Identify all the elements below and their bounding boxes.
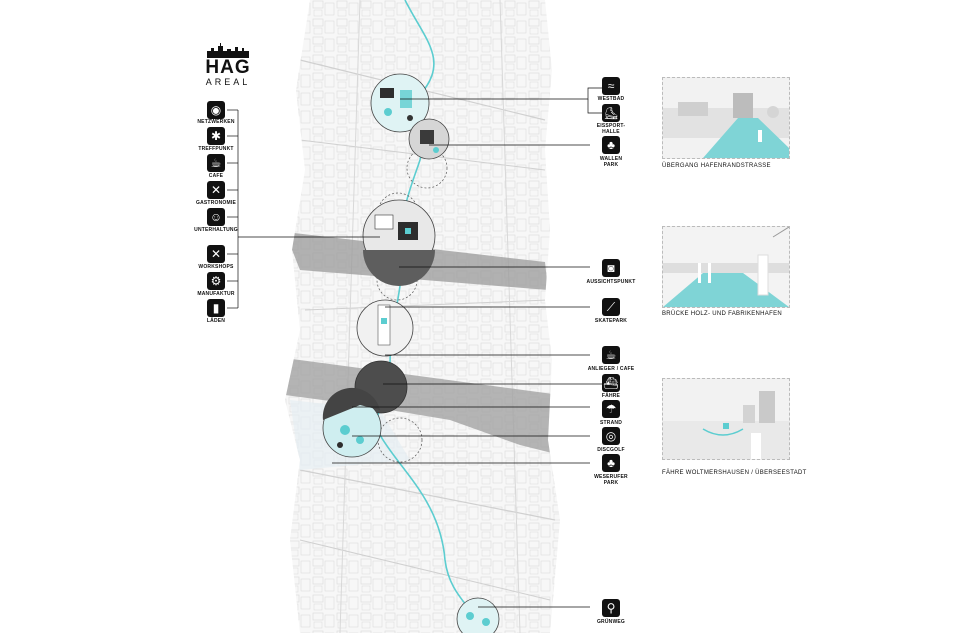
legend-label-gruenweg: GRÜNWEG <box>596 619 626 625</box>
render-panel-bruecke <box>662 226 790 308</box>
caption-faehre: FÄHRE WOLTMERSHAUSEN / ÜBERSEESTADT <box>662 470 807 476</box>
legend-label-aussichtspunkt: AUSSICHTSPUNKT <box>586 279 636 285</box>
bicycle-icon: ⚲ <box>602 599 620 617</box>
tools-icon: ✕ <box>207 245 225 263</box>
focus-circle-strand <box>322 387 382 458</box>
legend-label-wallen-park: WALLEN PARK <box>599 156 623 168</box>
beach-icon: ☂ <box>602 400 620 418</box>
legend-label-workshops: WORKSHOPS <box>198 264 234 270</box>
legend-label-laeden: LÄDEN <box>206 318 226 324</box>
skateboard-icon: ⟋ <box>602 298 620 316</box>
hag-areal-logo: HAG AREAL <box>196 42 260 88</box>
right-connectors <box>332 87 602 608</box>
cutlery-icon: ✕ <box>207 181 225 199</box>
ice-skate-icon: ⛸ <box>602 104 620 122</box>
legend-label-unterhaltung: UNTERHALTUNG <box>194 227 238 233</box>
legend-label-skatepark: SKATEPARK <box>594 318 628 324</box>
left-connectors <box>227 109 380 309</box>
legend-label-manufaktur: MANUFAKTUR <box>197 291 235 297</box>
swimming-icon: ≈ <box>602 77 620 95</box>
wifi-icon: ◉ <box>207 101 225 119</box>
discgolf-icon: ◎ <box>602 427 620 445</box>
render-image <box>663 227 789 307</box>
legend-label-faehre: FÄHRE <box>601 393 621 399</box>
gears-icon: ⚙ <box>207 272 225 290</box>
caption-hafenrandstrasse: ÜBERGANG HAFENRANDSTRASSE <box>662 163 771 169</box>
legend-label-strand: STRAND <box>599 420 623 426</box>
render-image <box>663 78 789 158</box>
shopping-bag-icon: ▮ <box>207 299 225 317</box>
legend-label-gastronomie: GASTRONOMIE <box>196 200 236 206</box>
focus-circle-skatepark <box>356 299 414 357</box>
legend-label-discgolf: DISCGOLF <box>597 447 625 453</box>
focus-circle-hag-areal <box>362 199 436 286</box>
theater-masks-icon: ☺ <box>207 208 225 226</box>
legend-label-anlieger-cafe: ANLIEGER / CAFE <box>587 366 635 372</box>
tree-icon: ♣ <box>602 454 620 472</box>
legend-label-eissporthalle: EISSPORT- HALLE <box>596 123 626 135</box>
render-image <box>663 379 789 459</box>
logo-subtitle: AREAL <box>205 77 251 87</box>
ferry-icon: ⛴ <box>602 374 620 392</box>
skyline-icon <box>207 43 249 58</box>
legend-label-netzwerken: NETZWERKEN <box>197 119 235 125</box>
render-panel-faehre <box>662 378 790 460</box>
caption-bruecke: BRÜCKE HOLZ- UND FABRIKENHAFEN <box>662 311 783 317</box>
meeting-point-icon: ✱ <box>207 127 225 145</box>
legend-label-weserufer-park: WESERUFER PARK <box>594 474 628 486</box>
legend-label-treffpunkt: TREFFPUNKT <box>198 146 234 152</box>
coffee-cup-icon: ☕ <box>207 154 225 172</box>
legend-label-westbad: WESTBAD <box>597 96 625 102</box>
coffee-cup-icon: ☕ <box>602 346 620 364</box>
camera-icon: ◙ <box>602 259 620 277</box>
focus-circle-westbad <box>370 73 430 133</box>
logo-title: HAG <box>205 57 251 78</box>
focus-circle-eissporthalle <box>408 118 450 160</box>
render-panel-hafenrandstrasse <box>662 77 790 159</box>
legend-label-cafe: CAFE <box>208 173 224 179</box>
tree-icon: ♣ <box>602 136 620 154</box>
